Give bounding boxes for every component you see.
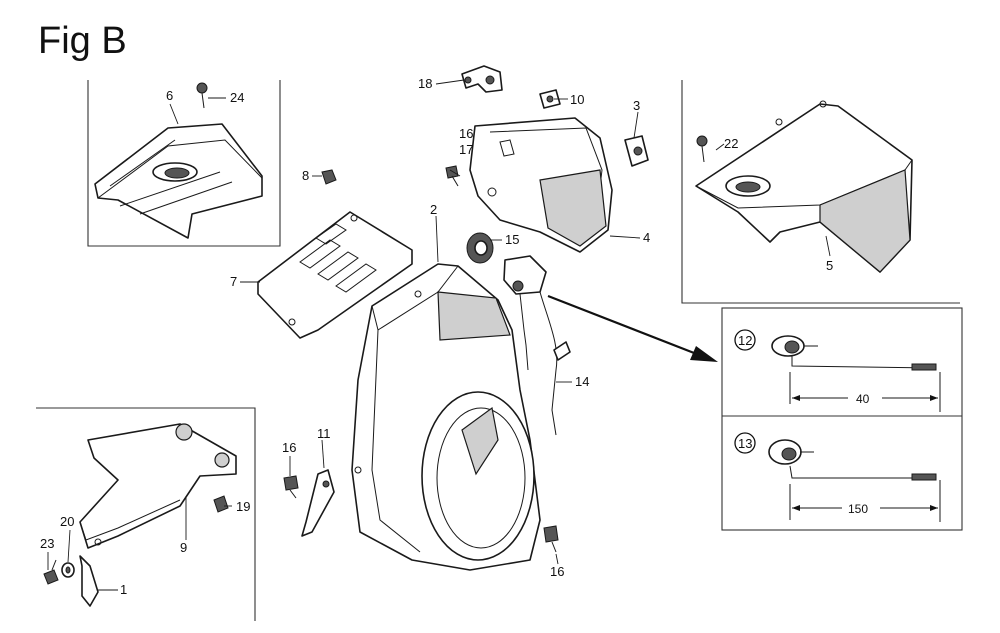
clamp-part-18 — [461, 65, 503, 93]
inset-frame-bottom-left — [36, 407, 256, 621]
callout-24: 24 — [230, 90, 244, 105]
nut-part-8 — [321, 169, 337, 185]
detail-box — [721, 307, 963, 531]
dimension-150: 150 — [848, 502, 868, 516]
figure-title: Fig B — [38, 20, 127, 62]
callout-17: 17 — [459, 142, 473, 157]
detail-number-13: 13 — [738, 436, 752, 451]
dimension-40: 40 — [856, 392, 870, 406]
callout-2: 2 — [430, 202, 437, 217]
inset-frame-top-right — [681, 80, 960, 304]
grommet-part-15 — [466, 232, 494, 264]
washer-part-20 — [61, 562, 75, 578]
callout-10: 10 — [570, 92, 584, 107]
callout-16-lower: 16 — [550, 564, 564, 579]
bolt-part-19 — [213, 495, 229, 513]
callout-4: 4 — [643, 230, 650, 245]
leader-lines — [47, 79, 831, 591]
callout-15: 15 — [505, 232, 519, 247]
callout-16-upper: 16 — [459, 126, 473, 141]
callout-3: 3 — [633, 98, 640, 113]
bolt-part-24 — [196, 82, 208, 109]
large-cover-part-5 — [695, 100, 913, 273]
pin-part-1 — [79, 555, 99, 607]
callout-8: 8 — [302, 168, 309, 183]
callout-11: 11 — [317, 426, 331, 441]
callout-1: 1 — [120, 582, 127, 597]
clip-part-10 — [539, 89, 561, 109]
callout-23: 23 — [40, 536, 54, 551]
wire-clip-part-11 — [301, 469, 335, 537]
inset-frame-top-left — [87, 80, 281, 247]
detail-variant-13: 13 150 — [734, 432, 941, 522]
plate-part-7 — [257, 211, 413, 339]
detail-variant-12: 12 40 — [734, 329, 941, 412]
callout-18: 18 — [418, 76, 432, 91]
fan-housing-part-2 — [351, 263, 541, 571]
bolt-part-16-left — [283, 475, 299, 499]
callout-7: 7 — [230, 274, 237, 289]
bracket-part-9 — [79, 423, 237, 549]
stop-switch-part-14 — [503, 255, 571, 436]
callout-14: 14 — [575, 374, 589, 389]
shroud-upper-part-4 — [469, 117, 613, 253]
top-cover-part-6 — [94, 123, 263, 239]
bolt-part-16-upper — [445, 165, 459, 187]
clip-part-3 — [624, 135, 649, 167]
callout-labels: 1 2 3 4 5 6 7 8 9 10 11 14 15 16 17 16 1… — [40, 76, 833, 597]
callout-16-left: 16 — [282, 440, 296, 455]
callout-19: 19 — [236, 499, 250, 514]
bolt-part-16-lower — [543, 525, 559, 553]
bolt-part-23 — [43, 559, 59, 585]
callout-9: 9 — [180, 540, 187, 555]
callout-22: 22 — [724, 136, 738, 151]
callout-20: 20 — [60, 514, 74, 529]
detail-number-12: 12 — [738, 333, 752, 348]
callout-6: 6 — [166, 88, 173, 103]
detail-arrow — [547, 294, 718, 362]
callout-5: 5 — [826, 258, 833, 273]
bolt-part-22 — [696, 135, 708, 163]
